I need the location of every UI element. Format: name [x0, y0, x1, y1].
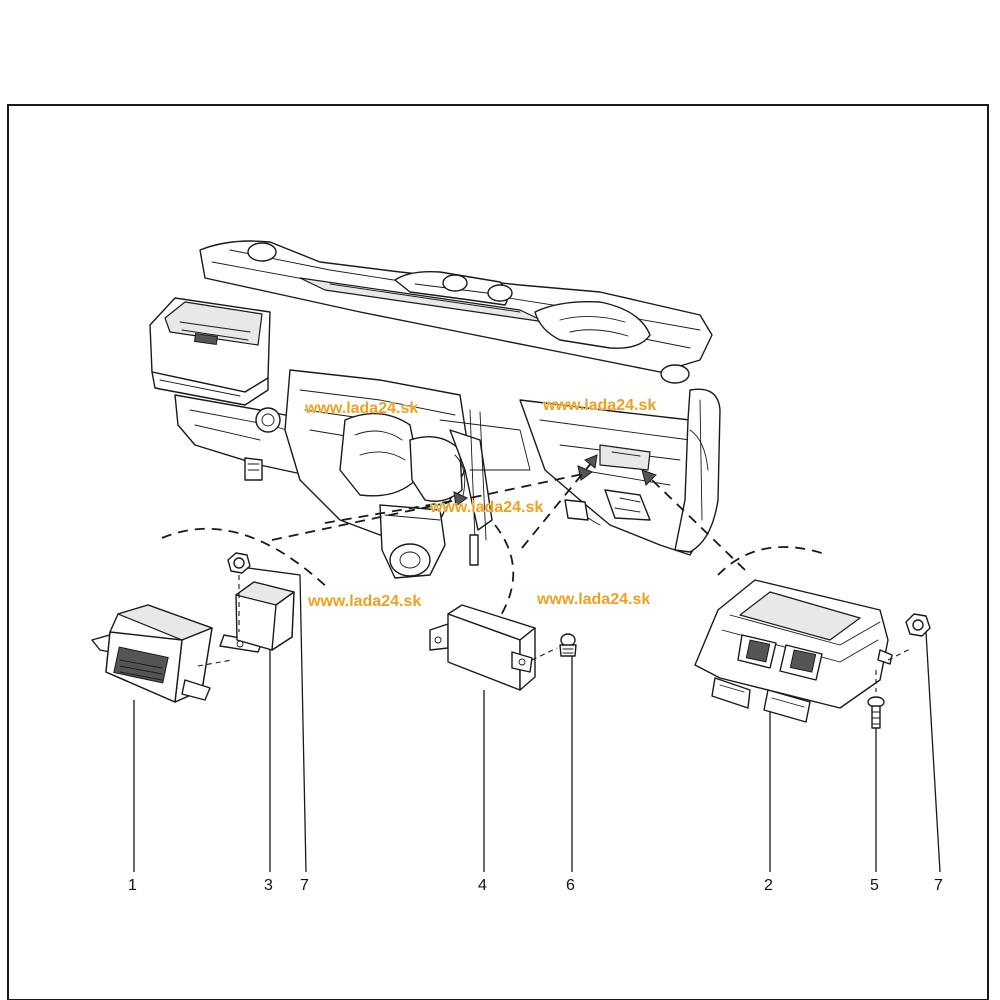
relay-illustration — [219, 581, 295, 872]
watermark-text: www.lada24.sk — [542, 397, 656, 414]
screw-illustration — [559, 633, 577, 872]
ecu-illustration — [694, 579, 913, 872]
diagram-frame — [7, 104, 989, 1000]
callout-number: 4 — [478, 877, 487, 894]
callout-number: 5 — [870, 877, 879, 894]
callout-number: 7 — [934, 877, 943, 894]
watermark-text: www.lada24.sk — [304, 400, 418, 417]
module-illustration — [429, 604, 558, 872]
nut-left-illustration — [227, 552, 307, 873]
bolt-illustration — [867, 696, 885, 872]
callout-number: 2 — [764, 877, 773, 894]
callout-number: 3 — [264, 877, 273, 894]
callout-number: 1 — [128, 877, 137, 894]
watermark-text: www.lada24.sk — [307, 593, 421, 610]
location-arrows — [271, 454, 746, 571]
watermark-text: www.lada24.sk — [536, 591, 650, 608]
dashboard-assembly-illustration — [149, 240, 721, 579]
watermarks: www.lada24.sk www.lada24.sk www.lada24.s… — [304, 397, 657, 611]
control-unit-illustration — [91, 604, 233, 872]
callout-number: 6 — [566, 877, 575, 894]
watermark-text: www.lada24.sk — [429, 499, 543, 516]
nut-right-illustration — [905, 613, 941, 873]
callout-number: 7 — [300, 877, 309, 894]
callout-numbers: 1 3 7 4 6 2 5 7 — [128, 877, 943, 894]
detail-arcs — [161, 524, 829, 621]
